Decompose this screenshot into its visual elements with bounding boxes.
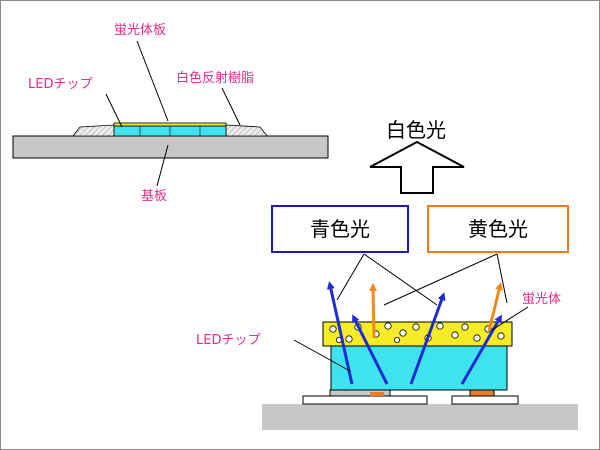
substrate-board xyxy=(12,135,329,159)
label-phosphor: 蛍光体 xyxy=(522,292,561,307)
label-blue-light: 青色光 xyxy=(310,217,370,241)
blue-light-arrows xyxy=(326,281,502,385)
solder-pad-right xyxy=(469,389,495,397)
label-substrate: 基板 xyxy=(141,189,167,204)
box-connector-lines xyxy=(336,253,508,306)
pad-center xyxy=(370,392,384,396)
leader-phosphor xyxy=(491,306,529,331)
solder-pad-right-base xyxy=(451,395,519,405)
leader-led-chip-bottom xyxy=(293,339,351,372)
yellow-light-box xyxy=(427,205,569,253)
phosphor-plate-small xyxy=(113,122,227,127)
label-led-chip-top: LEDチップ xyxy=(28,77,92,92)
leader-led-chip-top xyxy=(105,93,123,128)
leader-white-resin xyxy=(221,87,241,126)
led-chip-large xyxy=(330,345,508,391)
label-led-chip-bottom: LEDチップ xyxy=(196,333,260,348)
leader-phosphor-plate xyxy=(136,40,169,122)
label-white-reflective-resin: 白色反射樹脂 xyxy=(176,70,254,86)
label-yellow-light: 黄色光 xyxy=(468,217,528,241)
yellow-light-arrows xyxy=(369,282,503,339)
blue-light-box xyxy=(271,205,409,253)
bottom-substrate xyxy=(262,404,578,430)
leader-substrate xyxy=(156,144,169,187)
solder-pad-left-base xyxy=(302,395,428,405)
white-light-arrow xyxy=(369,140,465,194)
label-phosphor-plate: 蛍光体板 xyxy=(114,23,166,38)
label-white-light: 白色光 xyxy=(386,118,446,142)
package-cross-section xyxy=(12,122,329,159)
